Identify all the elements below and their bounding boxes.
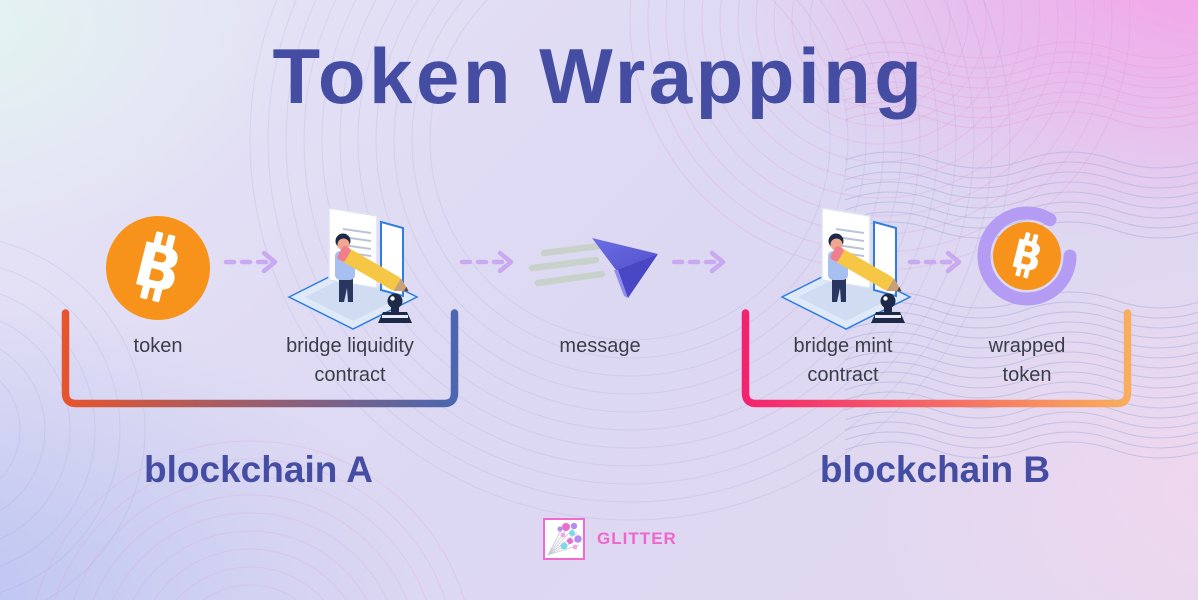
arrow-mint-to-wrapped [907, 250, 962, 274]
page-title: Token Wrapping [272, 32, 926, 120]
speed-lines [528, 241, 612, 287]
arrow-liquidity-to-message [459, 250, 514, 274]
bridge-liquidity-contract-label: bridge liquidity contract [286, 335, 414, 386]
contract-signing-icon [776, 200, 916, 330]
message-label: message [559, 335, 641, 357]
brand-logo: GLITTER [543, 518, 677, 560]
blockchain-b-label: blockchain B [819, 449, 1051, 490]
wrapped-token-label: wrapped token [988, 335, 1066, 386]
contract-signing-icon [283, 200, 423, 330]
paper-plane-icon [528, 238, 658, 298]
token-label: token [133, 335, 183, 357]
bitcoin-icon [106, 216, 210, 320]
arrow-token-to-liquidity [223, 250, 278, 274]
blockchain-a-label: blockchain A [144, 449, 373, 490]
glitter-logo-icon [543, 518, 585, 560]
wrapped-bitcoin-icon [977, 206, 1077, 306]
arrow-message-to-mint [671, 250, 726, 274]
brand-name: GLITTER [597, 529, 677, 548]
bridge-mint-contract-label: bridge mint contract [793, 335, 893, 386]
